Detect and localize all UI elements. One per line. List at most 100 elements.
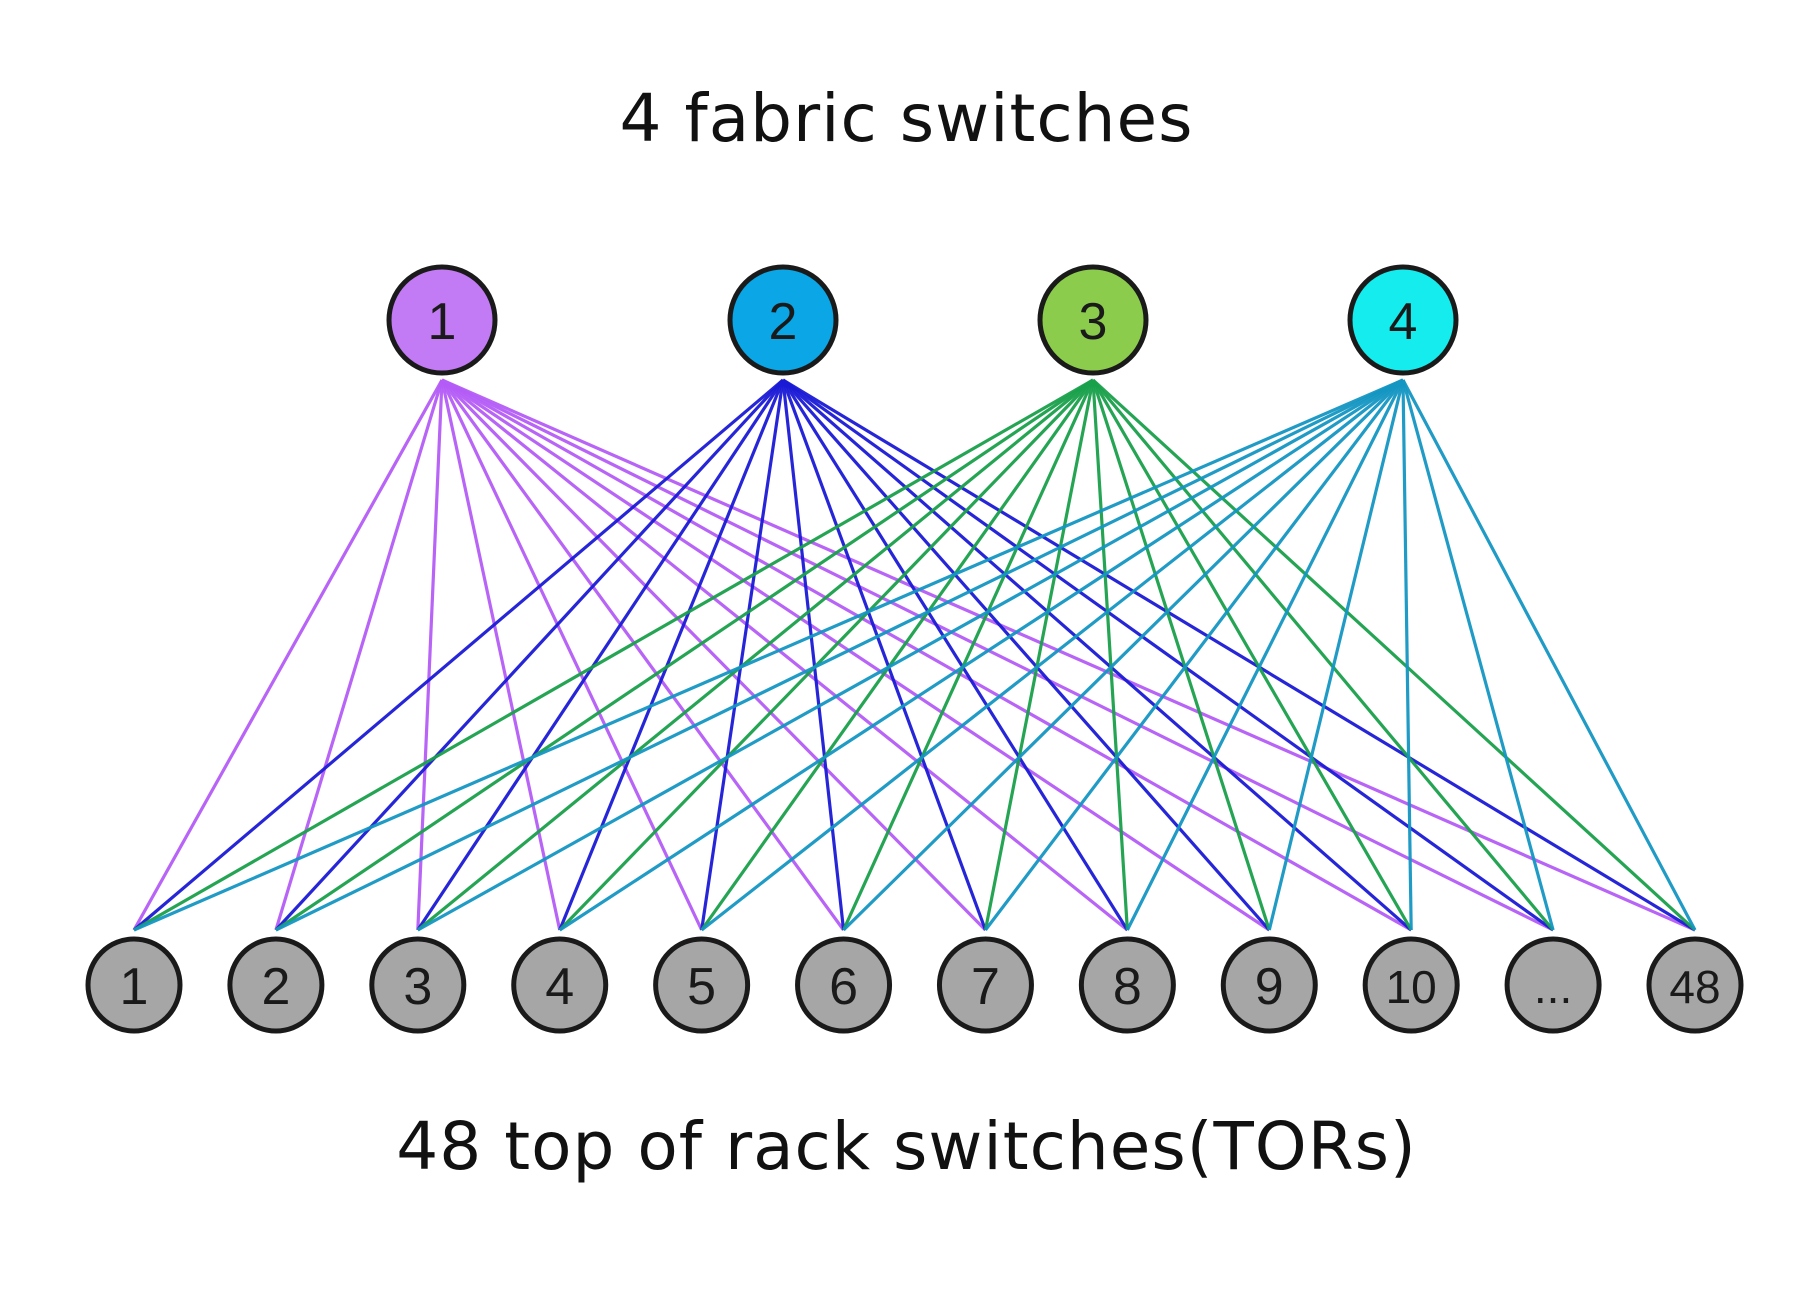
tor-switch-10-label: 10 [1386, 961, 1437, 1013]
tor-switch-group: 1 2 3 4 5 6 7 8 9 10... 48 [85, 936, 1744, 1034]
link-fabric-1-tor-5 [440, 379, 704, 931]
tor-switch-11-label: ... [1534, 961, 1572, 1013]
tor-switch-10: 10 [1362, 936, 1460, 1034]
tor-switch-6-label: 6 [829, 958, 858, 1016]
tor-switch-4-label: 4 [545, 958, 574, 1016]
link-fabric-1-tor-6 [440, 379, 845, 931]
link-fabric-1-tor-... [441, 378, 1554, 932]
fabric-switch-3: 3 [1037, 264, 1149, 376]
link-fabric-2-tor-9 [781, 378, 1271, 932]
link-fabric-2-tor-48 [782, 378, 1696, 932]
link-fabric-1-tor-2 [274, 379, 444, 931]
tor-switch-2: 2 [227, 936, 325, 1034]
tor-switch-9: 9 [1220, 936, 1318, 1034]
link-fabric-2-tor-4 [558, 379, 785, 931]
link-fabric-4-tor-48 [1401, 379, 1697, 931]
link-group [132, 378, 1697, 932]
fabric-switch-2-label: 2 [769, 293, 798, 351]
tor-switch-4-circle [511, 936, 609, 1034]
tor-switch-12-label: 48 [1669, 961, 1720, 1013]
link-fabric-3-tor-6 [842, 379, 1095, 931]
link-fabric-1-tor-10 [441, 378, 1412, 932]
link-fabric-3-tor-5 [700, 379, 1095, 931]
tor-switch-7-label: 7 [971, 958, 1000, 1016]
link-fabric-4-tor-2 [275, 378, 1404, 932]
link-fabric-4-tor-10 [1401, 379, 1413, 931]
tor-switch-1: 1 [85, 936, 183, 1034]
fabric-switch-3-circle [1037, 264, 1149, 376]
link-fabric-4-tor-4 [558, 378, 1404, 932]
link-fabric-2-tor-3 [416, 379, 785, 931]
link-fabric-1-tor-7 [440, 378, 987, 932]
tor-switch-8-circle [1078, 936, 1176, 1034]
link-fabric-4-tor-3 [417, 378, 1404, 932]
link-fabric-3-tor-9 [1091, 379, 1271, 931]
fabric-switch-3-label: 3 [1079, 293, 1108, 351]
link-fabric-1-tor-4 [440, 379, 562, 931]
fabric-switches-title: 4 fabric switches [619, 80, 1194, 157]
link-fabric-2-tor-8 [781, 379, 1129, 931]
tor-switch-5: 5 [653, 936, 751, 1034]
link-fabric-3-tor-48 [1091, 378, 1697, 932]
link-fabric-3-tor-7 [983, 379, 1095, 931]
tor-switch-3-circle [369, 936, 467, 1034]
fabric-switch-1: 1 [386, 264, 498, 376]
fabric-switch-2: 2 [727, 264, 839, 376]
tor-switch-7: 7 [936, 936, 1034, 1034]
tor-switches-title: 48 top of rack switches(TORs) [396, 1108, 1417, 1185]
tor-switch-12-circle [1646, 936, 1744, 1034]
link-fabric-1-tor-3 [416, 379, 444, 931]
tor-switch-8-label: 8 [1113, 958, 1142, 1016]
tor-switch-1-circle [85, 936, 183, 1034]
tor-switch-1-label: 1 [120, 958, 149, 1016]
fabric-switch-1-circle [386, 264, 498, 376]
link-fabric-3-tor-1 [133, 378, 1094, 932]
link-fabric-3-tor-... [1091, 378, 1555, 932]
link-fabric-4-tor-5 [700, 378, 1404, 932]
tor-switch-5-label: 5 [687, 958, 716, 1016]
tor-switch-5-circle [653, 936, 751, 1034]
link-fabric-2-tor-2 [274, 378, 785, 932]
link-fabric-1-tor-1 [132, 379, 444, 931]
link-fabric-3-tor-8 [1091, 379, 1129, 931]
link-fabric-1-tor-9 [441, 378, 1271, 932]
tor-switch-2-label: 2 [261, 958, 290, 1016]
tor-switch-3-label: 3 [403, 958, 432, 1016]
link-fabric-4-tor-... [1401, 379, 1555, 931]
link-fabric-2-tor-6 [781, 379, 846, 931]
tor-switch-2-circle [227, 936, 325, 1034]
tor-switch-3: 3 [369, 936, 467, 1034]
tor-switch-7-circle [936, 936, 1034, 1034]
tor-switch-11: ... [1504, 936, 1602, 1034]
fabric-switch-4: 4 [1347, 264, 1459, 376]
tor-switch-10-circle [1362, 936, 1460, 1034]
link-fabric-4-tor-9 [1267, 379, 1405, 931]
link-fabric-4-tor-7 [984, 379, 1405, 931]
link-fabric-4-tor-1 [133, 378, 1404, 932]
link-fabric-2-tor-7 [781, 379, 987, 931]
link-fabric-2-tor-... [782, 378, 1555, 932]
fabric-switch-group: 1 2 3 4 [386, 264, 1459, 376]
link-fabric-4-tor-6 [842, 378, 1405, 932]
tor-switch-6: 6 [795, 936, 893, 1034]
tor-switch-9-label: 9 [1255, 958, 1284, 1016]
fabric-switch-4-label: 4 [1389, 293, 1418, 351]
tor-switch-11-circle [1504, 936, 1602, 1034]
link-fabric-2-tor-1 [132, 378, 785, 932]
link-fabric-3-tor-4 [558, 378, 1095, 932]
tor-switch-6-circle [795, 936, 893, 1034]
link-fabric-3-tor-10 [1091, 379, 1413, 931]
link-fabric-2-tor-10 [781, 378, 1413, 932]
link-fabric-1-tor-48 [441, 378, 1696, 932]
link-fabric-1-tor-8 [440, 378, 1129, 932]
fabric-switch-4-circle [1347, 264, 1459, 376]
tor-switch-8: 8 [1078, 936, 1176, 1034]
tor-switch-9-circle [1220, 936, 1318, 1034]
link-fabric-3-tor-3 [416, 378, 1095, 932]
fabric-switch-2-circle [727, 264, 839, 376]
link-fabric-2-tor-5 [700, 379, 785, 931]
tor-switch-12: 48 [1646, 936, 1744, 1034]
fabric-switch-1-label: 1 [428, 293, 457, 351]
link-fabric-4-tor-8 [1125, 379, 1405, 931]
